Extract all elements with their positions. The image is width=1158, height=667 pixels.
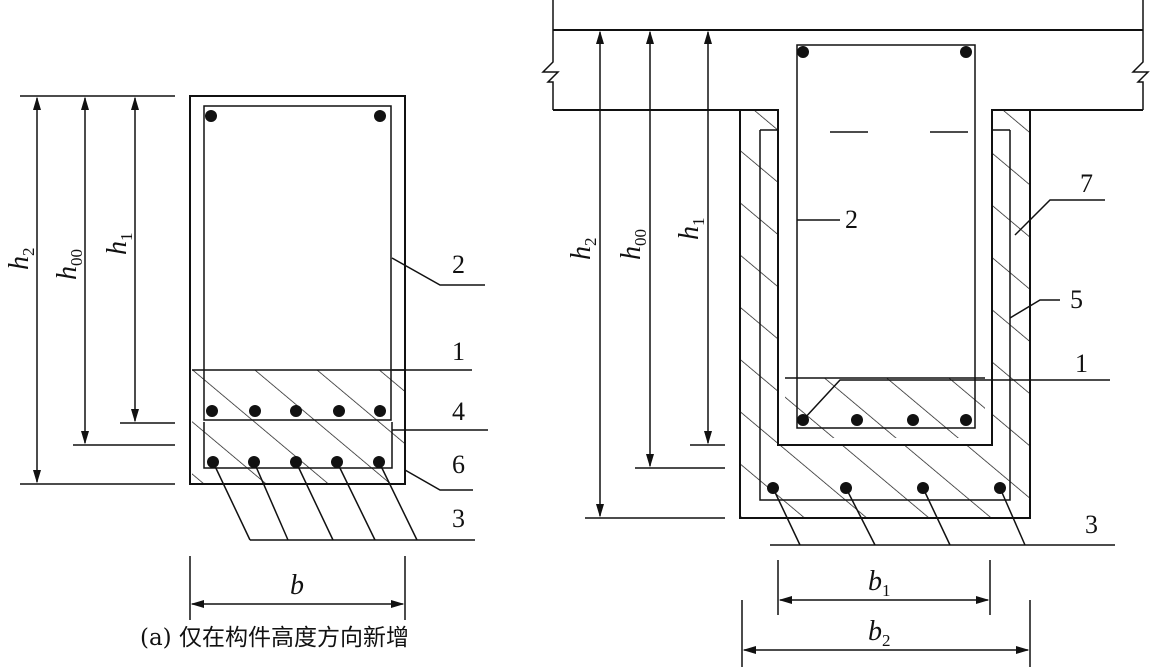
dim-b1: b1 <box>868 566 891 600</box>
leaders <box>212 257 488 541</box>
label-7: 7 <box>1080 169 1093 198</box>
dim-h1-b: h1 <box>674 218 708 241</box>
dim-h2-b: h2 <box>566 238 600 261</box>
break-mark-left <box>541 0 560 110</box>
rebar <box>907 414 919 426</box>
caption-a: (a) 仅在构件高度方向新增 <box>140 625 409 651</box>
label-3: 3 <box>452 504 465 533</box>
rebar <box>374 110 386 122</box>
new-stirrup-5 <box>759 130 1011 501</box>
rebar <box>960 46 972 58</box>
label-2-b: 2 <box>845 205 858 234</box>
dim-b: b <box>290 570 304 601</box>
stirrup <box>203 105 392 421</box>
dim-h1: h1 <box>102 233 136 256</box>
dim-h2: h2 <box>4 248 38 271</box>
figure-b: h2 h00 h1 b1 b2 2 7 5 1 3 <box>541 0 1150 667</box>
rebar <box>333 405 345 417</box>
figure-a: h2 h00 h1 b 2 1 4 6 3 (a) 仅在构件高度方向新增 <box>4 95 488 651</box>
rebar <box>205 110 217 122</box>
dimension-lines <box>20 95 406 620</box>
rebar <box>374 405 386 417</box>
dim-h00-b: h00 <box>616 229 650 260</box>
dimension-lines-b <box>585 30 1031 667</box>
rebar <box>206 405 218 417</box>
rebar <box>797 46 809 58</box>
rebar <box>960 414 972 426</box>
label-5: 5 <box>1070 285 1083 314</box>
label-4: 4 <box>452 397 465 426</box>
leaders-b <box>770 131 1115 546</box>
dim-h00: h00 <box>52 249 86 280</box>
beam-outline <box>189 95 406 485</box>
new-stirrup <box>203 422 393 469</box>
stirrup-2 <box>796 44 976 429</box>
rebar <box>249 405 261 417</box>
dim-b2: b2 <box>868 616 891 650</box>
label-1: 1 <box>452 337 465 366</box>
label-6: 6 <box>452 450 465 479</box>
label-2: 2 <box>452 250 465 279</box>
old-beam-interior <box>205 104 391 368</box>
rebar <box>851 414 863 426</box>
u-jacket <box>739 109 1031 519</box>
break-mark-right <box>1131 0 1150 110</box>
rebar <box>290 405 302 417</box>
label-1-b: 1 <box>1075 349 1088 378</box>
label-3-b: 3 <box>1085 510 1098 539</box>
